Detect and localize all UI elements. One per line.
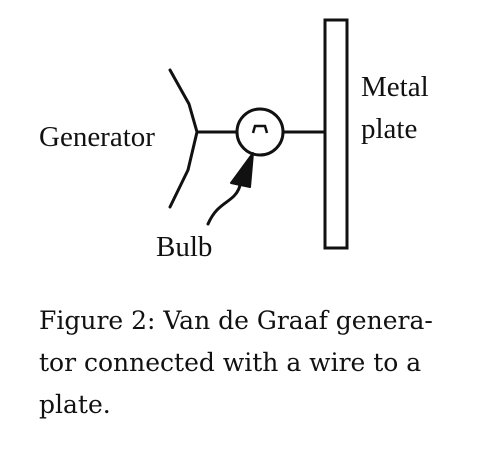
- bulb-pointer-arrowhead: [230, 152, 254, 188]
- bulb-label: Bulb: [156, 231, 213, 263]
- caption-line: tor connected with a wire to a: [39, 348, 422, 377]
- caption-line: plate.: [39, 390, 111, 419]
- bulb-filament: [251, 124, 269, 134]
- plate-label: plate: [361, 113, 418, 145]
- generator-shape: [168, 68, 199, 209]
- metal-label: Metal: [361, 71, 429, 103]
- circuit-diagram: Generator Bulb Metal plate: [39, 18, 429, 263]
- figure-caption: Figure 2: Van de Graaf genera- tor conne…: [39, 300, 459, 426]
- bulb-circle: [235, 107, 285, 157]
- caption-line: Figure 2: Van de Graaf genera-: [39, 306, 433, 335]
- generator-label: Generator: [39, 121, 155, 153]
- metal-plate: [323, 18, 349, 250]
- diagram-drawing: [168, 18, 349, 250]
